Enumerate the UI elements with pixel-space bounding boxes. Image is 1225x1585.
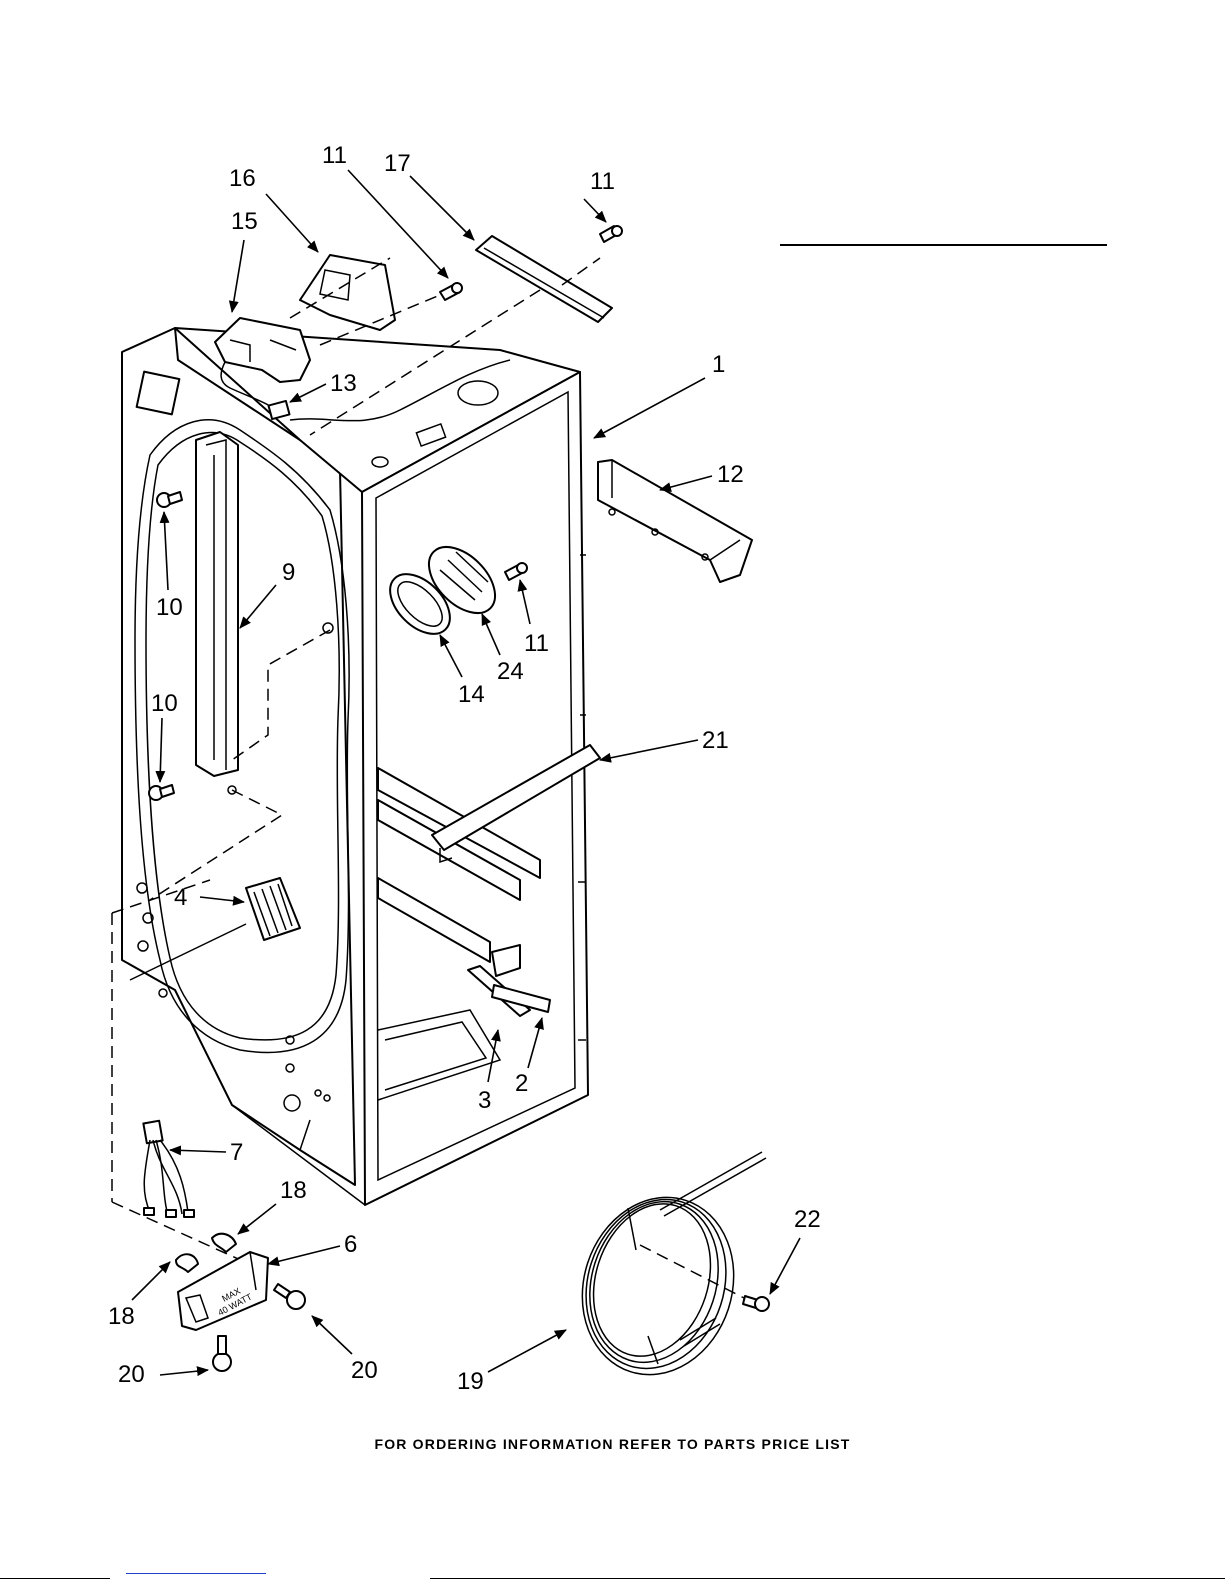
callout-15: 15 [231, 208, 258, 235]
clip-18-upper [212, 1234, 236, 1252]
callout-4: 4 [174, 884, 187, 911]
pin-20-right [274, 1284, 305, 1309]
ordering-footer: FOR ORDERING INFORMATION REFER TO PARTS … [0, 1436, 1225, 1452]
callout-22: 22 [794, 1206, 821, 1233]
callout-16: 16 [229, 165, 256, 192]
callout-11: 11 [322, 142, 347, 169]
callout-10: 10 [151, 690, 178, 717]
bottom-rule-left [0, 1578, 110, 1579]
wire-harness-7 [143, 1121, 194, 1217]
title-rule [780, 244, 1107, 246]
screw-11-top-right [600, 226, 622, 242]
callout-7: 7 [230, 1139, 243, 1166]
bottom-link-underline [126, 1573, 266, 1574]
pin-20-left [213, 1336, 231, 1371]
callout-17: 17 [384, 150, 411, 177]
cover-16 [300, 255, 395, 330]
callout-19: 19 [457, 1368, 484, 1395]
callout-20: 20 [118, 1361, 145, 1388]
screw-22 [743, 1296, 769, 1311]
callout-24: 24 [497, 658, 524, 685]
callout-6: 6 [344, 1231, 357, 1258]
callout-1: 1 [712, 351, 725, 378]
top-rail-17 [476, 236, 612, 322]
shelf-ladder-9 [196, 432, 238, 776]
callout-21: 21 [702, 727, 729, 754]
callout-10: 10 [156, 594, 183, 621]
callout-2: 2 [515, 1070, 528, 1097]
clip-18-lower [176, 1254, 198, 1272]
bottom-rule-right [430, 1578, 1225, 1579]
screw-11-top-left [440, 283, 462, 300]
tubing-coil-19 [560, 1152, 766, 1394]
callout-9: 9 [282, 559, 295, 586]
callout-12: 12 [717, 461, 744, 488]
callout-11: 11 [524, 630, 549, 657]
callout-11: 11 [590, 168, 615, 195]
callout-3: 3 [478, 1087, 491, 1114]
callout-14: 14 [458, 681, 485, 708]
callout-18: 18 [108, 1303, 135, 1330]
callout-13: 13 [330, 370, 357, 397]
callout-18: 18 [280, 1177, 307, 1204]
callout-20: 20 [351, 1357, 378, 1384]
